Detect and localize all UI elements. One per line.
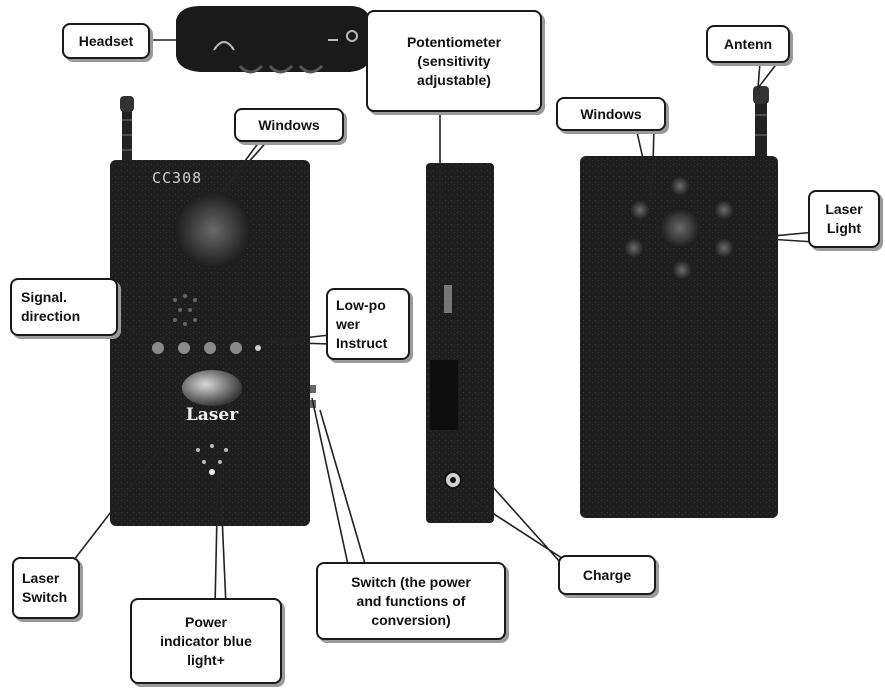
laser-light-windows (624, 176, 734, 280)
callout-antenn: Antenn (706, 25, 790, 63)
callout-headset: Headset (62, 23, 150, 59)
device-back (580, 156, 778, 518)
callout-laser-switch: Laser Switch (12, 557, 80, 619)
power-indicator-dots (196, 444, 228, 475)
low-power-led (255, 345, 261, 351)
device-front (110, 160, 316, 526)
laser-button (182, 370, 242, 406)
signal-leds (152, 342, 242, 354)
callout-power-indicator: Power indicator blue light+ (130, 598, 282, 684)
front-window (175, 192, 251, 268)
callout-potentiometer: Potentiometer (sensitivity adjustable) (366, 10, 542, 112)
laser-button-label: Laser (186, 405, 239, 425)
back-main-window (660, 208, 700, 248)
callout-windows-front: Windows (234, 108, 344, 142)
callout-switch: Switch (the power and functions of conve… (316, 562, 506, 640)
back-antenna (753, 86, 769, 160)
callout-windows-back: Windows (556, 97, 666, 131)
potentiometer-dial (444, 285, 452, 313)
callout-signal-direction: Signal. direction (10, 278, 118, 336)
model-label: CC308 (152, 169, 202, 187)
headset-plug (176, 6, 372, 74)
callout-low-power: Low-po wer Instruct (326, 288, 410, 360)
callout-charge: Charge (558, 555, 656, 595)
front-antenna (120, 96, 134, 163)
device-side (426, 163, 494, 523)
leader-lines (69, 39, 816, 607)
callout-laser-light: Laser Light (808, 190, 880, 248)
speaker-grille (173, 294, 197, 326)
